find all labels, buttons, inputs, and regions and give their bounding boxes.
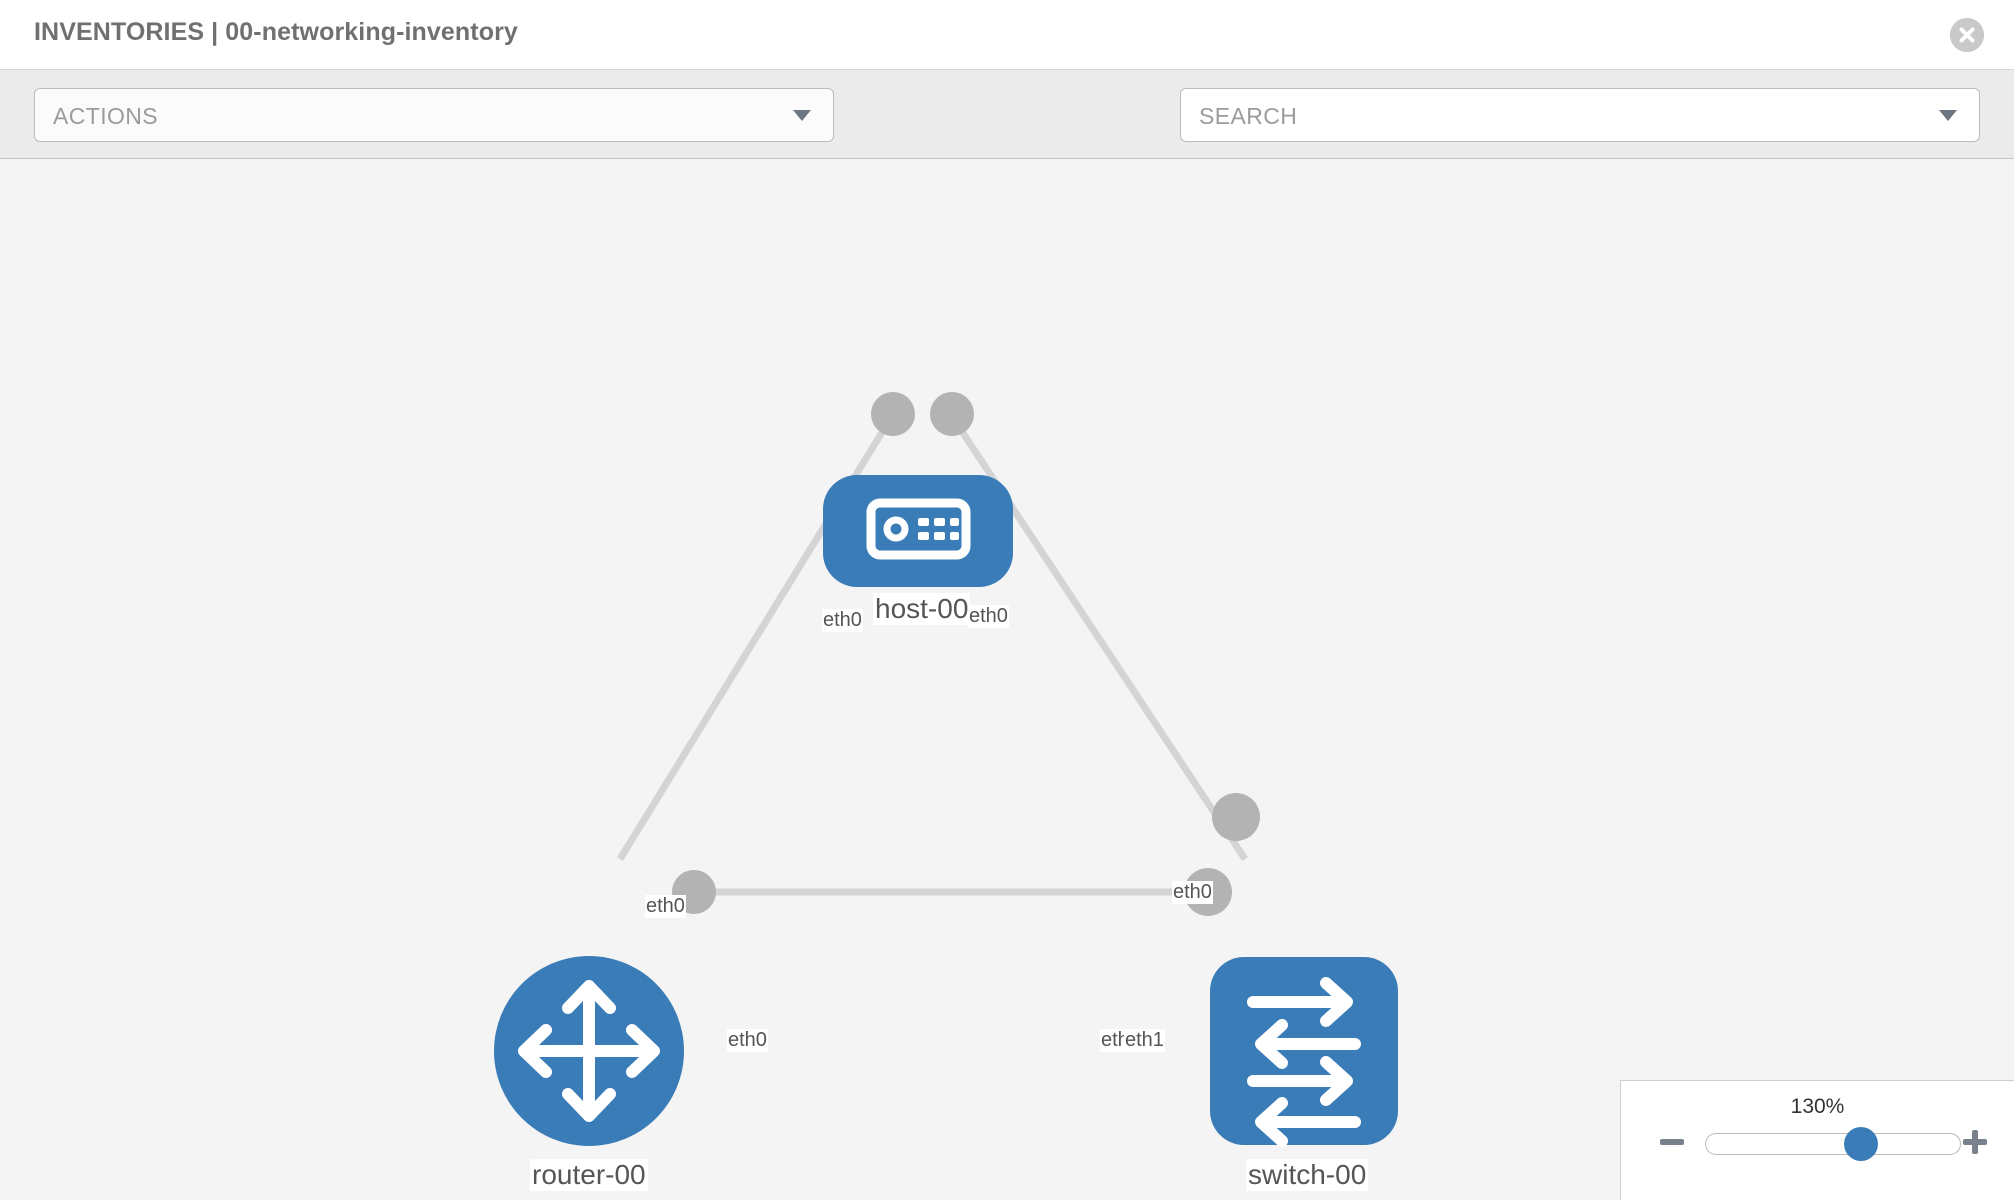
plus-icon[interactable] bbox=[1960, 1127, 1990, 1157]
zoom-slider[interactable] bbox=[1705, 1127, 1961, 1161]
chevron-down-icon bbox=[1939, 110, 1957, 121]
port-router-right bbox=[672, 870, 716, 914]
node-router-00 bbox=[494, 956, 684, 1146]
router-arrows-icon bbox=[518, 980, 660, 1122]
search-placeholder: SEARCH bbox=[1199, 103, 1298, 129]
toolbar: ACTIONS SEARCH bbox=[0, 70, 2014, 200]
chevron-down-icon bbox=[793, 110, 811, 121]
topology-ports bbox=[672, 392, 1260, 916]
actions-dropdown-label: ACTIONS bbox=[53, 103, 159, 129]
switch-arrows-icon bbox=[1247, 977, 1361, 1147]
zoom-control-panel: 130% bbox=[1620, 1080, 2014, 1200]
node-switch-00 bbox=[1210, 957, 1398, 1147]
port-switch-left bbox=[1184, 868, 1232, 916]
search-input[interactable]: SEARCH bbox=[1180, 88, 1980, 142]
port-switch-top-left bbox=[1212, 793, 1260, 841]
page-title: INVENTORIES | 00-networking-inventory bbox=[34, 18, 518, 46]
port-host-right bbox=[930, 392, 974, 436]
minus-icon[interactable] bbox=[1657, 1127, 1687, 1157]
zoom-level-label: 130% bbox=[1790, 1095, 1845, 1118]
close-icon[interactable] bbox=[1950, 18, 1984, 52]
port-host-left bbox=[871, 392, 915, 436]
node-host-00 bbox=[823, 475, 1013, 587]
zoom-slider-thumb[interactable] bbox=[1844, 1127, 1878, 1161]
topology-canvas[interactable]: host-00 router-00 switch-00 eth0 eth0 et… bbox=[0, 159, 2014, 1200]
server-icon bbox=[866, 498, 971, 560]
topology-graph bbox=[494, 392, 1398, 1147]
actions-dropdown[interactable]: ACTIONS bbox=[34, 88, 834, 142]
window-header: INVENTORIES | 00-networking-inventory bbox=[0, 0, 2014, 70]
